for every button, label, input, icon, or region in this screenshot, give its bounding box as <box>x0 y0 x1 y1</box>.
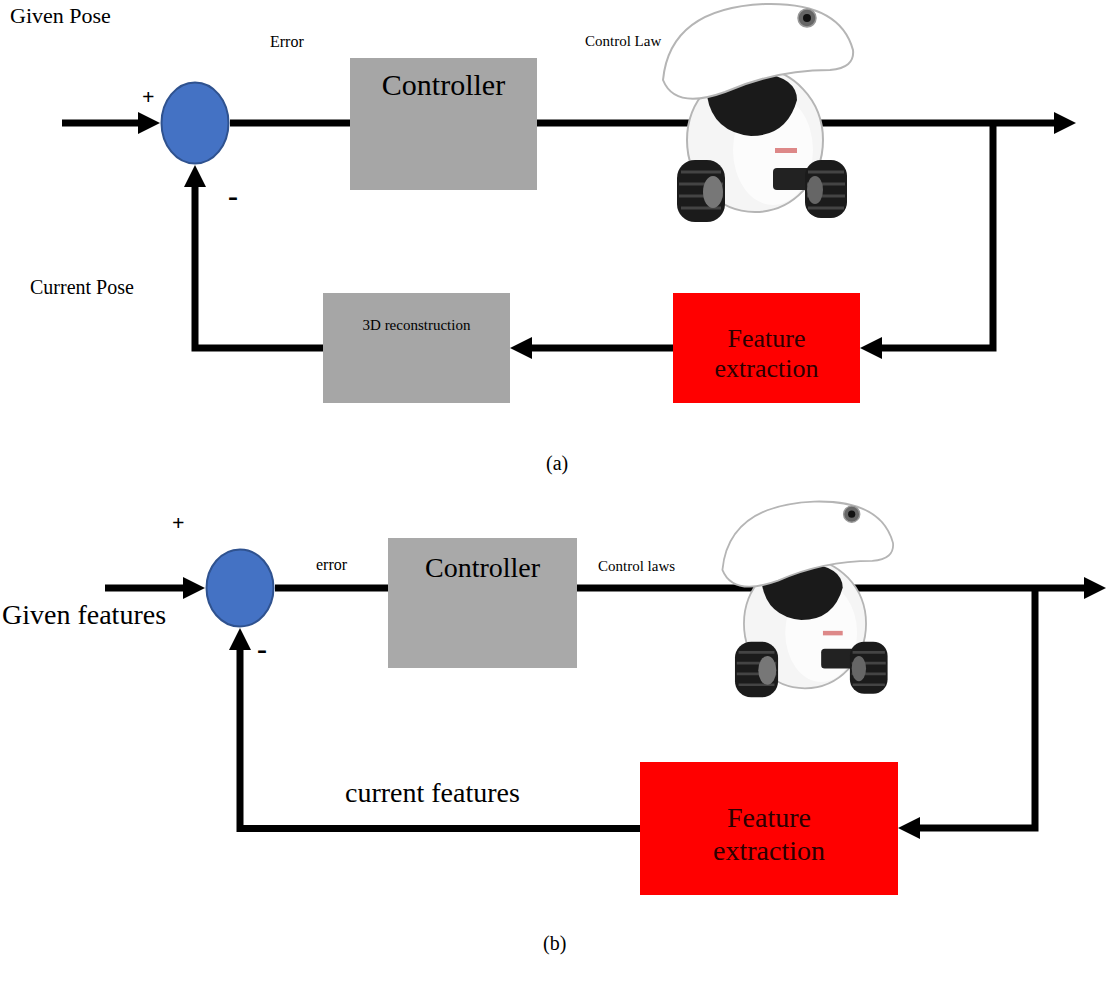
sign-label: - <box>228 181 238 211</box>
output-wire <box>850 585 1084 592</box>
summing-junction: +- <box>160 81 230 165</box>
arrowheads <box>138 112 1106 839</box>
subfigure-label: (a) <box>546 452 568 474</box>
signal-label: current features <box>345 778 520 809</box>
box-label: 3D reconstruction <box>363 317 471 334</box>
output-wire <box>800 120 1054 127</box>
input-wire <box>105 585 184 592</box>
input-label: Given Pose <box>10 4 111 28</box>
arrowhead <box>184 165 206 187</box>
arrowhead <box>138 112 160 134</box>
input-label: Given features <box>2 600 166 631</box>
arrowhead <box>1054 112 1076 134</box>
sign-label: - <box>257 634 267 664</box>
control-wire <box>577 585 760 592</box>
signal-label: Current Pose <box>30 276 134 298</box>
connector-line <box>530 345 673 352</box>
sign-label: + <box>142 86 155 108</box>
summing-junction: +- <box>205 548 275 628</box>
box-label: Feature extraction <box>694 802 844 866</box>
arrowhead <box>510 337 532 359</box>
box-label: Controller <box>382 68 505 103</box>
signal-label: error <box>316 556 347 574</box>
junction-outline <box>160 81 230 165</box>
arrowhead <box>898 817 920 839</box>
signal-connector <box>510 337 673 359</box>
junction-outline <box>205 548 275 628</box>
input-wire <box>62 120 140 127</box>
connector-line <box>240 648 640 829</box>
box-label: Controller <box>425 552 540 584</box>
arrowhead <box>860 337 882 359</box>
arrowhead <box>183 577 205 599</box>
reconstruction-box: 3D reconstruction <box>323 293 510 403</box>
wires <box>62 123 1084 828</box>
signal-connector <box>230 123 350 124</box>
signal-label: Control laws <box>598 558 675 575</box>
junction-circle <box>207 550 274 627</box>
arrowhead <box>1084 577 1106 599</box>
control-wire <box>537 120 700 127</box>
sign-label: + <box>172 512 185 534</box>
signal-label: Error <box>270 33 304 51</box>
signal-label: Control Law <box>585 33 661 50</box>
robot-illustration <box>722 502 893 698</box>
feature-extraction-box: Feature extraction <box>673 293 860 403</box>
signal-connector <box>184 165 323 348</box>
feedback-wire <box>882 123 993 348</box>
connector-line <box>195 185 323 348</box>
feature-extraction-box: Feature extraction <box>640 762 898 895</box>
controller-box: Controller <box>388 538 577 668</box>
connector-line <box>275 585 388 592</box>
subfigure-label: (b) <box>543 932 566 954</box>
feedback-wire <box>920 588 1035 828</box>
arrowhead <box>229 628 251 650</box>
controller-box: Controller <box>350 58 537 190</box>
robot-illustration <box>663 4 853 222</box>
connector-line <box>230 120 350 127</box>
box-label: Feature extraction <box>692 324 842 384</box>
signal-connector <box>275 588 388 589</box>
junction-circle <box>162 83 229 164</box>
